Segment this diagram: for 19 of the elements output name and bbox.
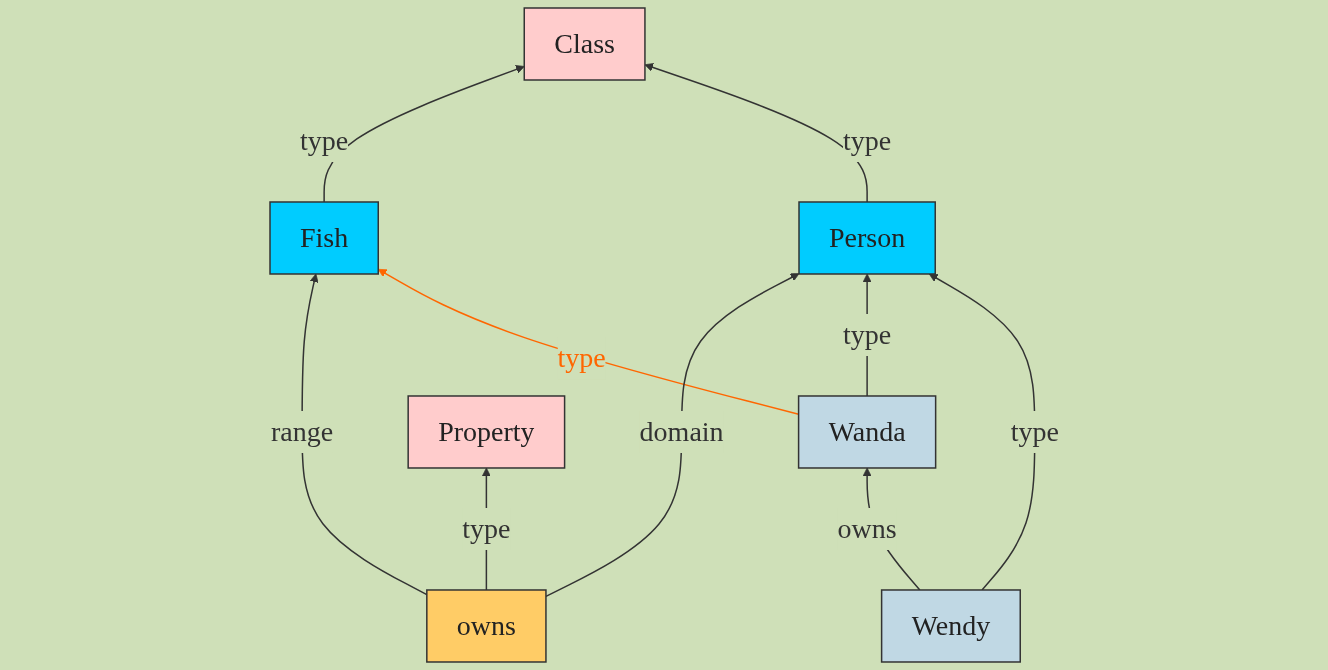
node-box: Property	[407, 395, 565, 469]
edge-label: owns	[837, 512, 897, 544]
edge-label: type	[1010, 415, 1059, 447]
arrow	[377, 268, 799, 416]
node-box: Class	[523, 7, 646, 81]
edge-label: domain	[639, 415, 724, 447]
node-box: owns	[425, 589, 547, 663]
edge-label: type	[557, 342, 606, 374]
arrow	[928, 273, 1036, 591]
edge-label: type	[299, 125, 348, 156]
node-box: Person	[797, 201, 936, 275]
edge-label: range	[270, 415, 333, 447]
node-box: Wanda	[797, 395, 936, 469]
node-box: Wendy	[880, 589, 1021, 663]
edge-label: type	[461, 512, 511, 544]
edge-label: type	[842, 125, 891, 156]
arrow	[644, 63, 868, 203]
edge-label: type	[842, 318, 891, 350]
node-box: Fish	[268, 201, 379, 275]
